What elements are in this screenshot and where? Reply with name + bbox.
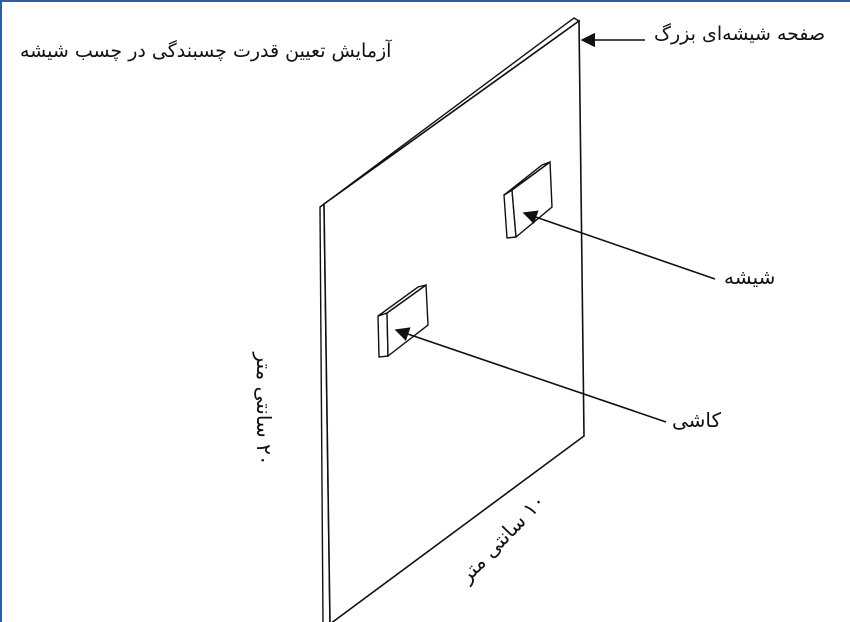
diagram-title: آزمایش تعیین قدرت چسبندگی در چسب شیشه (20, 40, 392, 62)
tile-specimen-top (377, 284, 427, 317)
glass-specimen-top (503, 161, 551, 196)
label-big-glass-plate: صفحه شیشه‌ای بزرگ (654, 23, 826, 45)
large-glass-plate (323, 19, 585, 622)
label-tile: کاشی (672, 408, 722, 432)
glass-arrow (522, 210, 716, 280)
label-glass: شیشه (724, 265, 776, 289)
label-height-dimension: ۲۰ سانتی متر (252, 352, 276, 466)
tile-arrow (394, 327, 667, 423)
